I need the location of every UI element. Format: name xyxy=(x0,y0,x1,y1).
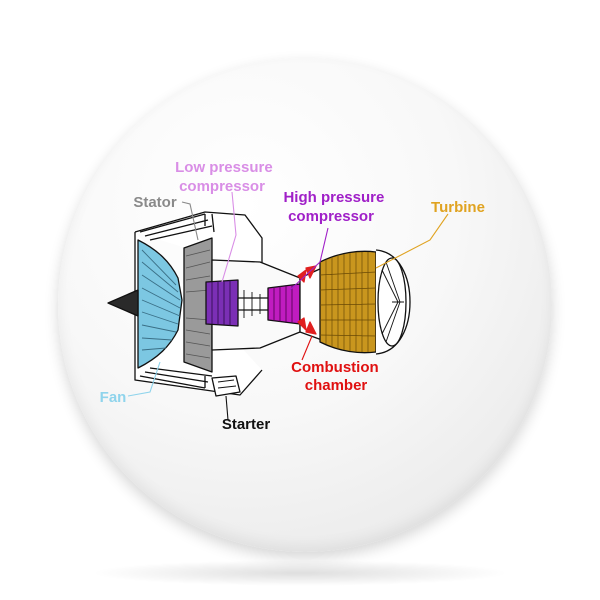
leader-starter xyxy=(225,395,229,421)
low-pressure-compressor-icon xyxy=(205,279,239,327)
label-high-pressure-compressor: High pressure compressor xyxy=(283,189,388,225)
label-low-pressure-compressor-line2: compressor xyxy=(179,178,265,195)
shaft-details xyxy=(243,290,261,318)
fan-blade-lines xyxy=(141,249,181,351)
label-high-pressure-compressor-line2: compressor xyxy=(288,208,374,225)
fan-blades-icon xyxy=(137,239,183,369)
label-starter: Starter xyxy=(222,416,271,433)
lpc-blade-lines xyxy=(211,280,231,326)
leader-high-pressure-compressor xyxy=(289,227,329,291)
leader-lines xyxy=(127,191,449,421)
turbine-icon xyxy=(319,250,377,354)
nose-cone-icon xyxy=(107,289,139,317)
label-low-pressure-compressor-line1: Low pressure xyxy=(175,159,273,176)
label-high-pressure-compressor-line1: High pressure xyxy=(283,189,384,206)
nacelle-top-ribs xyxy=(139,213,215,241)
turbofan-engine-icon xyxy=(107,211,411,397)
label-combustion-chamber-line1: Combustion xyxy=(291,359,379,376)
turbine-blade-lines xyxy=(319,252,377,352)
leader-combustion-chamber xyxy=(301,335,313,361)
nacelle-bottom-ribs xyxy=(139,367,213,389)
label-low-pressure-compressor: Low pressure compressor xyxy=(175,159,277,195)
stator-lines xyxy=(185,249,211,359)
label-fan: Fan xyxy=(100,389,127,406)
leader-fan xyxy=(127,361,161,397)
high-pressure-compressor-icon xyxy=(267,283,301,325)
label-combustion-chamber: Combustion chamber xyxy=(291,359,383,394)
leader-low-pressure-compressor xyxy=(221,191,237,283)
stator-vanes-icon xyxy=(183,237,213,373)
flame-marks-bottom-icon xyxy=(297,317,317,335)
leader-turbine xyxy=(375,213,449,269)
starter-icon xyxy=(211,375,241,397)
label-turbine: Turbine xyxy=(431,199,485,216)
hpc-blade-lines xyxy=(273,285,293,323)
badge-shadow xyxy=(90,560,510,586)
starter-details xyxy=(217,379,237,389)
label-stator: Stator xyxy=(133,194,177,211)
leader-stator xyxy=(181,201,199,241)
label-combustion-chamber-line2: chamber xyxy=(305,377,368,394)
exhaust-spokes xyxy=(381,261,404,343)
